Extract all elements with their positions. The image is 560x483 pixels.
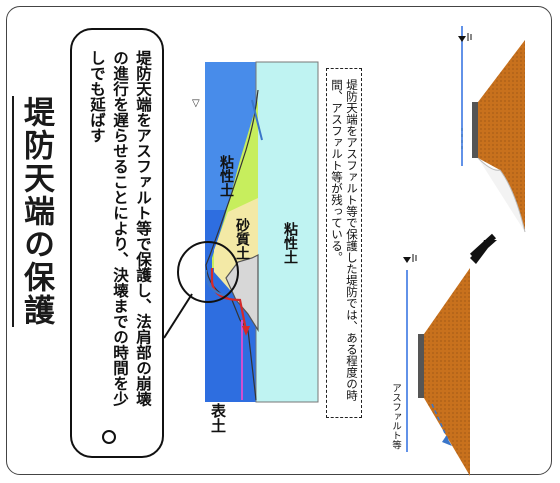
bullet-circle-icon xyxy=(102,430,116,444)
transition-arrow-icon xyxy=(470,240,497,264)
note-text: 堤防天端をアスファルト等で保護した堤防では、ある程度の時間、アスファルト等が残っ… xyxy=(330,79,359,401)
explanation-callout: 堤防天端をアスファルト等で保護し、法肩部の崩壊の進行を遅らせることにより、決壊ま… xyxy=(70,28,164,458)
asphalt-label: アスファルト等 xyxy=(390,383,401,450)
embankment-body-before xyxy=(424,268,470,476)
label-sandy-soil: 砂質土 xyxy=(234,218,250,260)
embankment-before xyxy=(403,254,470,476)
flow-arrow-blue xyxy=(204,269,229,297)
label-cohesive-lower: 粘性土 xyxy=(282,222,298,264)
crest-fill xyxy=(225,254,259,333)
water-level-mark: ▽ xyxy=(192,98,200,109)
callout-text: 堤防天端をアスファルト等で保護し、法肩部の崩壊の進行を遅らせることにより、決壊ま… xyxy=(88,50,152,407)
label-fill: 表土 xyxy=(209,403,227,433)
embankment-after xyxy=(458,26,526,233)
flow-arrow-head-red xyxy=(242,326,250,336)
asphalt-layer-after xyxy=(472,102,478,158)
foundation-soil xyxy=(255,61,319,403)
embankment-body-after xyxy=(478,40,525,230)
page-title: 堤防天端の保護 xyxy=(18,96,54,327)
water-level-marker-before xyxy=(403,257,411,263)
flow-arrow-red xyxy=(210,268,248,331)
water-level-marker-after xyxy=(458,36,466,42)
seep-arrow-blue xyxy=(251,99,263,141)
crest-highlight-circle xyxy=(177,241,239,303)
note-box: 堤防天端をアスファルト等で保護した堤防では、ある程度の時間、アスファルト等が残っ… xyxy=(326,68,362,418)
label-cohesive-upper: 粘性土 xyxy=(218,155,234,197)
asphalt-layer-before xyxy=(418,334,424,398)
erosion-scar xyxy=(477,157,526,233)
